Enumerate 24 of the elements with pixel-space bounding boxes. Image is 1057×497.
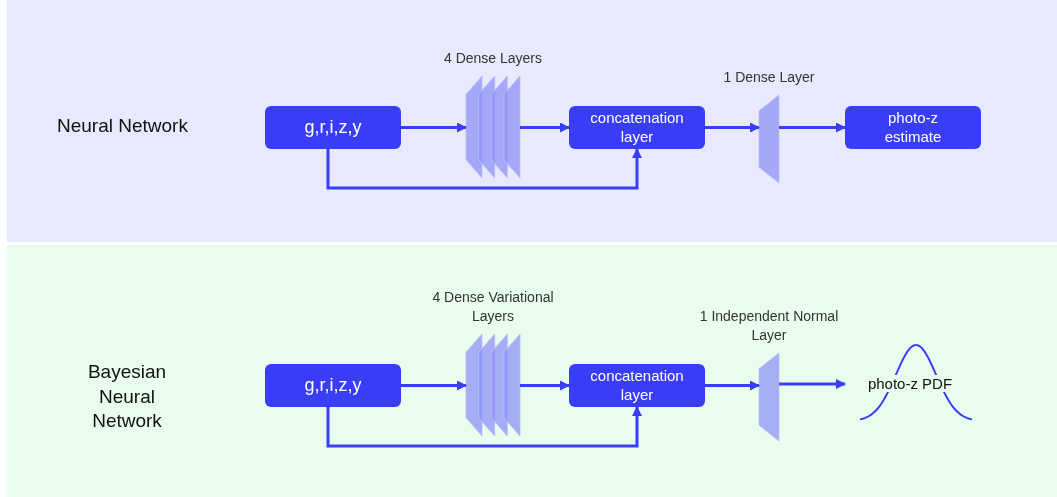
arrow [326,406,642,448]
arrow [401,122,467,133]
layer-label: 4 Dense Layers [442,49,544,68]
section-title: Neural Network [57,114,189,138]
section-band [7,245,1057,497]
arrow [779,122,846,133]
arrow [326,148,642,190]
arrow [779,379,846,389]
layer-label: 1 Dense Layer [722,68,816,87]
process-box: photo-z estimate [845,106,981,149]
section-band [7,0,1057,242]
arrow [705,380,760,391]
arrow [401,380,467,391]
layer-label: 4 Dense Variational Layers [431,288,555,326]
section-title: Bayesian Neural Network [86,360,168,434]
arrow [520,380,570,391]
process-box: concatenation layer [569,106,705,149]
process-box: concatenation layer [569,364,705,407]
layer-label: 1 Independent Normal Layer [698,307,840,345]
process-box: g,r,i,z,y [265,106,401,149]
process-box: g,r,i,z,y [265,364,401,407]
output-label: photo-z PDF [866,375,954,392]
arrow [520,122,570,133]
arrow [705,122,760,133]
